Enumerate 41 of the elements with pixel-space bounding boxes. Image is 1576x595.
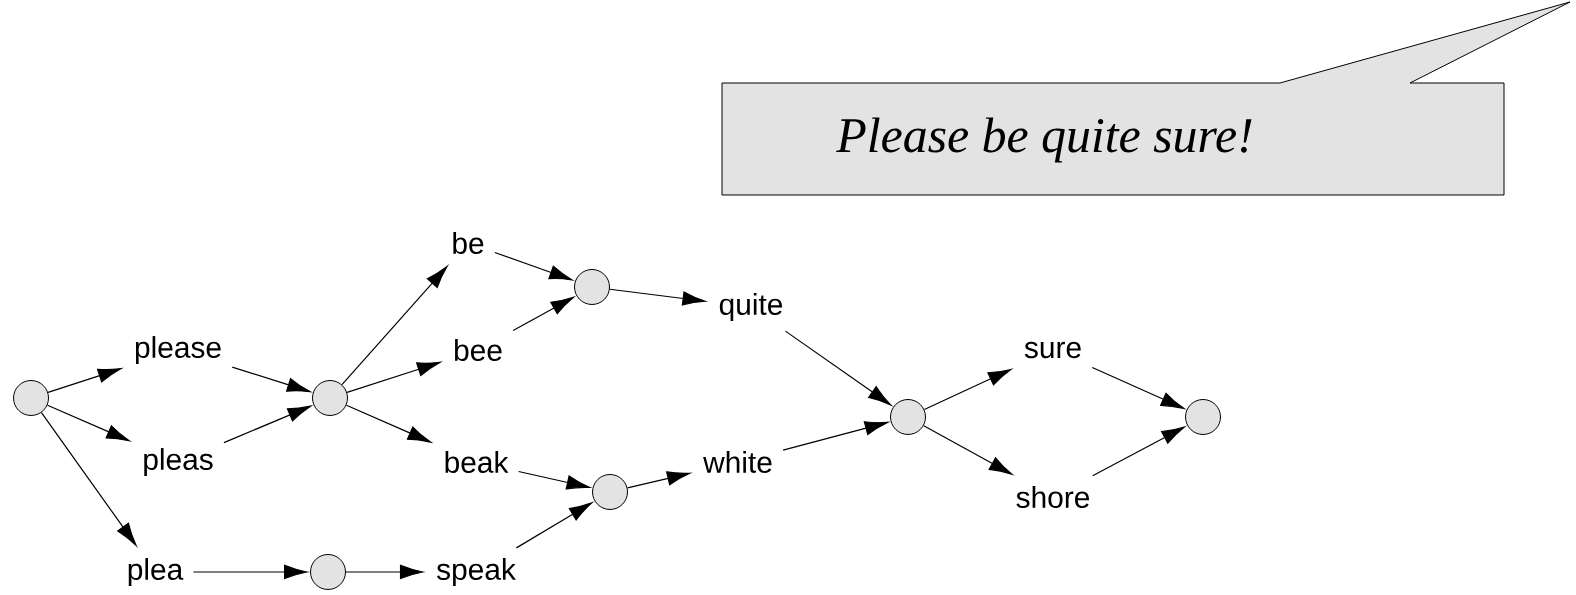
- arrow: [1092, 426, 1185, 477]
- state-circle: [592, 474, 628, 510]
- word-label: pleas: [144, 448, 213, 476]
- word-label: white: [703, 451, 772, 473]
- word-label: shore: [1016, 486, 1090, 508]
- word-label: beak: [445, 451, 509, 473]
- state-circle: [1185, 399, 1221, 435]
- arrow: [192, 564, 308, 580]
- arrow: [512, 296, 575, 332]
- arrow: [47, 368, 122, 393]
- word-label: bee: [455, 339, 502, 361]
- state-circle: [574, 269, 610, 305]
- arrow: [626, 471, 691, 489]
- state-circle: [312, 380, 348, 416]
- arrow: [223, 405, 312, 444]
- arrow: [40, 412, 137, 546]
- word-label: be: [453, 232, 484, 254]
- word-label: quite: [719, 293, 783, 321]
- arrow: [341, 265, 448, 386]
- callout-bubble: Please be quite sure!: [721, 1, 1571, 196]
- arrow: [494, 251, 573, 281]
- arrow: [1091, 366, 1185, 409]
- arrow: [784, 330, 892, 406]
- arrow: [609, 288, 706, 306]
- arrow: [345, 404, 432, 443]
- state-circle: [890, 399, 926, 435]
- arrow: [515, 502, 593, 549]
- word-label: speak: [436, 558, 516, 586]
- arrow: [231, 366, 311, 393]
- arrow: [923, 368, 1012, 411]
- arrow: [923, 425, 1013, 475]
- word-label: plea: [128, 558, 184, 586]
- arrow: [46, 404, 130, 442]
- word-label: please: [135, 336, 221, 364]
- state-circle: [310, 554, 346, 590]
- arrow: [345, 564, 424, 580]
- arrow: [782, 421, 889, 451]
- state-circle: [13, 380, 49, 416]
- arrow: [346, 361, 441, 394]
- word-label: sure: [1024, 341, 1081, 359]
- arrow: [518, 470, 590, 490]
